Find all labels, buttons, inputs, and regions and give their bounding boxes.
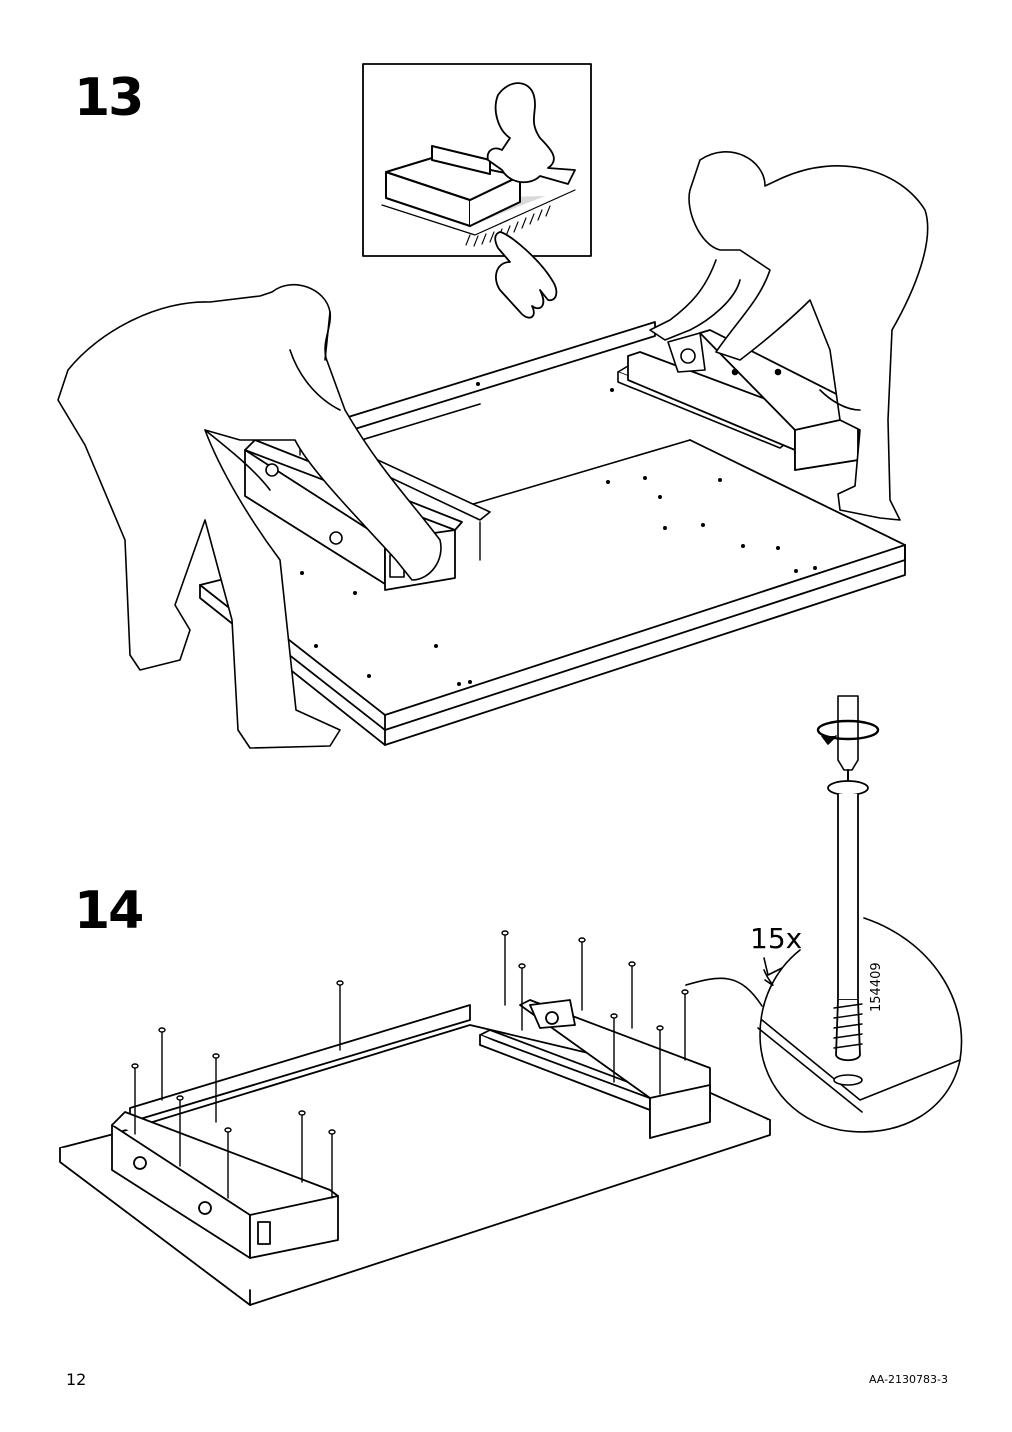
person-left-illustration: [58, 285, 441, 748]
document-id: AA-2130783-3: [868, 1373, 948, 1386]
person-right-illustration: [650, 152, 928, 520]
soft-surface-hint-icon: [363, 64, 591, 318]
step-number-14: 14: [74, 881, 144, 941]
detail-magnifier-circle: [686, 918, 962, 1132]
part-number-label: 154409: [869, 962, 884, 1012]
step-number-13: 13: [74, 68, 144, 128]
screws-step14: [132, 931, 688, 1198]
drawer-frame-step14-right: [480, 1000, 710, 1138]
screw-quantity-label: 15x: [750, 922, 803, 955]
page-number: 12: [66, 1370, 87, 1389]
long-screw-icon: [828, 781, 868, 1060]
screwdriver-icon: [818, 696, 878, 784]
